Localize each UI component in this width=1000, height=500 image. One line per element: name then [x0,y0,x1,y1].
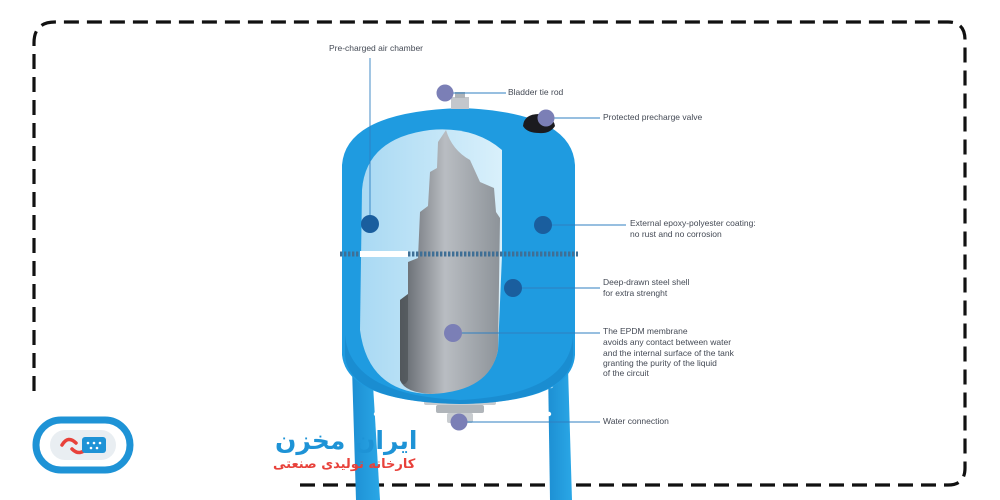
label-membrane-line-5: of the circuit [603,368,649,378]
label-tie-rod: Bladder tie rod [508,87,564,97]
label-membrane-line-3: and the internal surface of the tank [603,348,735,358]
label-precharge-valve: Protected precharge valve [603,112,702,122]
label-air-chamber: Pre-charged air chamber [329,43,423,53]
label-shell-line-1: Deep-drawn steel shell [603,277,690,287]
tie-rod-top [451,92,469,109]
logo-subtitle: کارخانه تولیدی صنعتی [273,457,416,472]
tank-legs [352,368,572,500]
marker-precharge-valve [537,109,555,127]
logo-title: ایران مخزن [275,426,418,456]
marker-coating [534,216,552,234]
marker-water-connection [450,413,468,431]
marker-shell [504,279,522,297]
marker-membrane [444,324,462,342]
flange-seam [340,251,578,257]
label-membrane-line-4: granting the purity of the liquid [603,358,717,368]
company-logo: ایران مخزن کارخانه تولیدی صنعتی [32,416,418,474]
logo-tank-icon [60,437,106,455]
marker-tie-rod [436,84,454,102]
label-shell-line-2: for extra strenght [603,288,668,298]
dashed-frame [32,20,967,487]
label-water-connection: Water connection [603,416,669,426]
label-coating-line-2: no rust and no corrosion [630,229,722,239]
epdm-membrane [400,130,500,394]
label-membrane-line-1: The EPDM membrane [603,326,688,336]
marker-air-chamber [361,215,379,233]
leader-lines [369,58,626,423]
label-coating-line-1: External epoxy-polyester coating: [630,218,756,228]
label-membrane-line-2: avoids any contact between water [603,337,731,347]
